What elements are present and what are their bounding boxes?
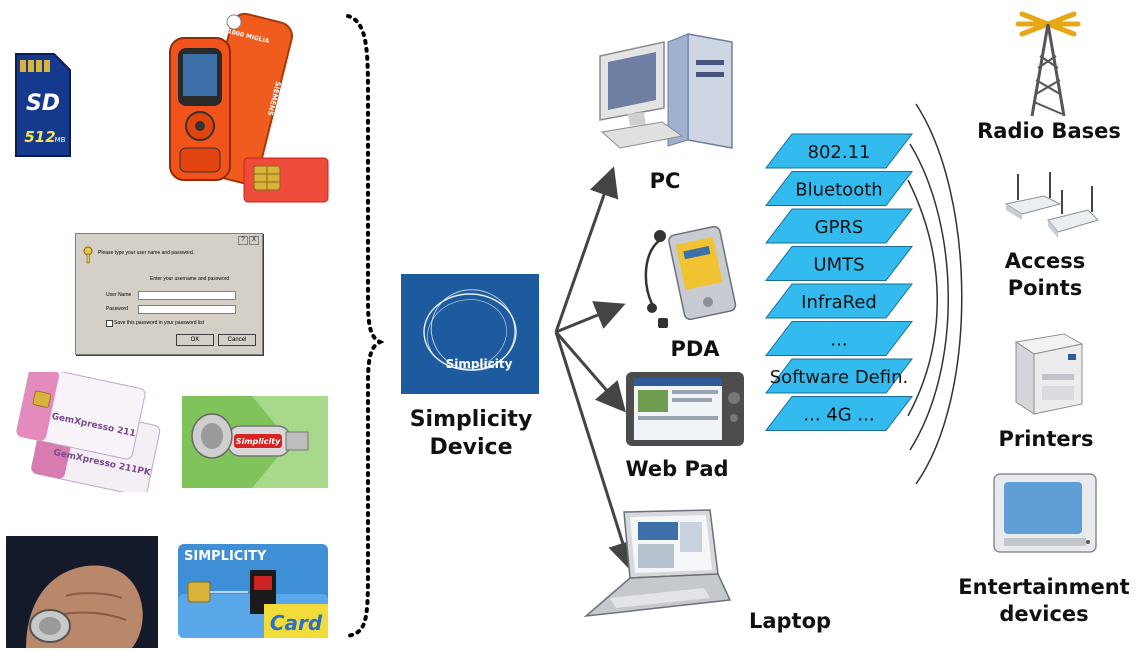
dialog-instruction: Enter your username and password	[150, 276, 230, 282]
username-label: User Name	[106, 292, 132, 298]
layer-2	[764, 208, 914, 244]
radio-bases-label: Radio Bases	[977, 119, 1121, 143]
close-button[interactable]: X	[249, 236, 259, 245]
layer-3	[764, 246, 914, 281]
layer-label-3: UMTS	[813, 255, 864, 276]
layer-6	[764, 358, 914, 394]
usb-key-text: Simplicity	[236, 437, 281, 446]
left-credential-panel: SD 512 MB 1000 MIGLIA SIEMENS ? X Please…	[0, 0, 340, 650]
arrow-to-pda	[555, 301, 626, 334]
entertainment-devices-label: Entertainment devices	[948, 574, 1140, 628]
layer-label-5: ...	[830, 330, 847, 351]
sd-capacity-text: 512	[24, 128, 55, 146]
laptop-label: Laptop	[748, 609, 832, 633]
arrow-to-laptop	[554, 331, 638, 572]
access-points-label: Access Points	[970, 248, 1120, 302]
dialog-prompt: Please type your user name and password.	[98, 250, 195, 256]
dotted-brace	[346, 14, 384, 638]
laptop-image	[583, 509, 732, 618]
printer-image	[1014, 333, 1084, 415]
card-word-text: Card	[270, 611, 323, 635]
mobile-phone-image: 1000 MIGLIA SIEMENS	[169, 12, 329, 203]
simplicity-device-line2: Device	[429, 435, 513, 460]
printers-label: Printers	[998, 427, 1094, 451]
sd-logo-text: SD	[26, 91, 60, 116]
layer-label-7: ... 4G ...	[803, 405, 874, 426]
card-title-text: SIMPLICITY	[184, 549, 267, 564]
arrow-to-webpad	[554, 331, 626, 413]
smartcards-image: GemXpresso 211PK GemXpresso 211	[16, 372, 161, 492]
simplicity-logo: Simplicity	[401, 274, 539, 394]
sd-card-image: SD 512 MB	[15, 53, 71, 157]
layer-label-4: InfraRed	[801, 292, 877, 313]
layer-1	[764, 171, 914, 206]
pc-label: PC	[649, 169, 681, 193]
simplicity-device-label: Simplicity Device	[386, 406, 556, 462]
tv-image	[993, 473, 1097, 553]
login-dialog: ? X Please type your user name and passw…	[75, 233, 263, 355]
access-points-image	[1004, 172, 1099, 238]
cancel-button[interactable]: Cancel	[218, 334, 256, 346]
radio-wave-arcs	[907, 103, 963, 485]
layer-label-1: Bluetooth	[795, 180, 882, 201]
pda-label: PDA	[670, 337, 720, 361]
entertainment-line1: Entertainment	[958, 575, 1130, 599]
access-points-line2: Points	[1007, 276, 1083, 300]
simplicity-card-image: SIMPLICITY Card	[178, 544, 328, 638]
pda-image	[644, 225, 737, 328]
save-password-label: Save this password in your password list	[114, 320, 205, 326]
usb-key-image: Simplicity	[182, 396, 328, 488]
layer-7	[764, 396, 914, 431]
ok-button[interactable]: OK	[176, 334, 214, 346]
sd-unit-text: MB	[55, 136, 66, 144]
pc-image	[599, 33, 733, 149]
save-password-checkbox[interactable]	[106, 320, 113, 327]
key-icon	[83, 246, 93, 264]
webpad-image	[626, 372, 744, 446]
layer-label-2: GPRS	[815, 217, 864, 238]
entertainment-line2: devices	[999, 602, 1089, 626]
layer-label-0: 802.11	[808, 142, 871, 163]
access-points-line1: Access	[1004, 249, 1086, 273]
ring-hand-image	[6, 536, 158, 648]
layer-5	[764, 321, 914, 356]
dialog-titlebar-buttons: ? X	[238, 236, 259, 245]
arrow-to-pc	[554, 166, 619, 333]
password-label: Password	[106, 306, 128, 312]
webpad-label: Web Pad	[625, 457, 729, 481]
password-field[interactable]	[138, 305, 236, 314]
layer-0	[764, 133, 914, 169]
username-field[interactable]	[138, 291, 236, 300]
radio-tower-image	[1015, 11, 1081, 117]
logo-text: Simplicity	[446, 357, 513, 371]
layer-label-6: Software Defin.	[770, 367, 908, 388]
layer-4	[764, 283, 914, 319]
help-button[interactable]: ?	[238, 236, 248, 245]
simplicity-device-line1: Simplicity	[409, 407, 533, 432]
